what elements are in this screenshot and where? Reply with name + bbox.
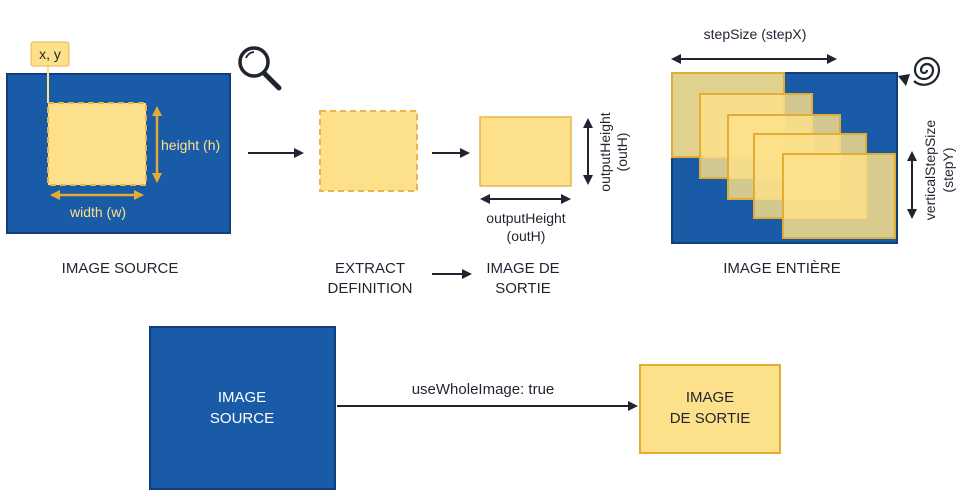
sliding-windows — [671, 72, 896, 239]
height-label: height (h) — [161, 137, 220, 153]
bottom-source-line1: IMAGE — [218, 389, 266, 406]
output-bottom-label-2: (outH) — [507, 228, 546, 244]
output-caption-line2: SORTIE — [495, 280, 551, 297]
width-label: width (w) — [69, 204, 126, 220]
bottom-source-box — [149, 326, 336, 490]
coord-tag — [30, 41, 70, 67]
bottom-output-line2: DE SORTIE — [670, 410, 751, 427]
extract-caption-line2: DEFINITION — [328, 280, 413, 297]
output-vertical-label-1: outputHeight — [597, 112, 613, 192]
bottom-output-box — [639, 364, 781, 454]
output-bottom-label-1: outputHeight — [486, 210, 566, 226]
window-5 — [782, 153, 896, 239]
whole-panel: stepSize (stepX) verticalStepSize (stepY… — [671, 26, 956, 277]
source-extract-region — [47, 102, 147, 186]
whole-caption: IMAGE ENTIÈRE — [723, 260, 841, 277]
bottom-row: IMAGE SOURCE useWholeImage: true IMAGE D… — [149, 326, 781, 490]
use-whole-image-label: useWholeImage: true — [412, 381, 555, 398]
bottom-source-line2: SOURCE — [210, 410, 274, 427]
step-label: stepSize (stepX) — [704, 26, 807, 42]
source-caption: IMAGE SOURCE — [62, 260, 179, 277]
vertical-step-label-1: verticalStepSize — [922, 120, 938, 221]
output-panel: outputHeight (outH) outputHeight (outH) … — [479, 112, 630, 297]
coord-label: x, y — [39, 46, 61, 62]
magnifier-icon — [238, 46, 282, 91]
output-vertical-label-2: (outH) — [614, 133, 630, 172]
source-panel: x, y height (h) width (w) IMAGE SOURCE — [6, 41, 282, 277]
vertical-step-label-2: (stepY) — [940, 147, 956, 192]
spiral-icon — [898, 56, 941, 86]
extract-box — [319, 110, 418, 192]
extract-panel: EXTRACT DEFINITION — [319, 110, 418, 297]
output-caption-line1: IMAGE DE — [486, 260, 559, 277]
extract-caption-line1: EXTRACT — [335, 260, 405, 277]
output-box — [479, 116, 572, 187]
bottom-output-line1: IMAGE — [686, 389, 734, 406]
